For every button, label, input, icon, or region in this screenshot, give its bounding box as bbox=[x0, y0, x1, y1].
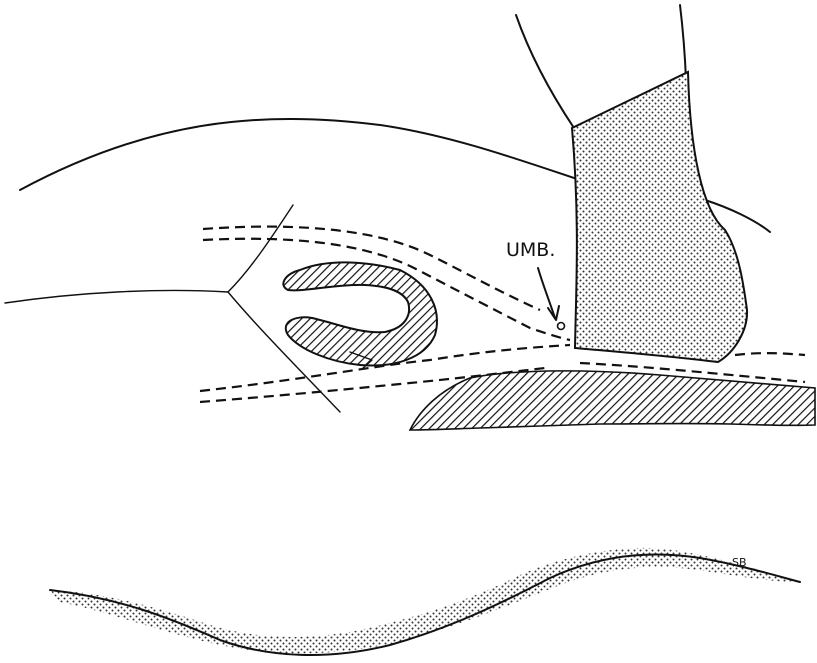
left-contour-line bbox=[5, 290, 228, 303]
umb-point bbox=[558, 323, 565, 330]
striated-tissue-band bbox=[410, 371, 815, 430]
umb-arrow bbox=[538, 268, 555, 318]
umb-label: UMB. bbox=[506, 239, 555, 261]
dashed-channel-right-1 bbox=[735, 353, 805, 355]
horseshoe-structure bbox=[283, 262, 437, 365]
sb-label: SB bbox=[732, 556, 747, 569]
stem-outline-right bbox=[680, 5, 686, 80]
stippled-column bbox=[572, 72, 747, 362]
upper-body-outline bbox=[20, 119, 580, 190]
branch-line-upper bbox=[228, 205, 293, 292]
stippled-lower-band bbox=[50, 548, 800, 653]
lower-body-contour bbox=[50, 554, 800, 655]
stem-outline-left bbox=[516, 15, 574, 128]
